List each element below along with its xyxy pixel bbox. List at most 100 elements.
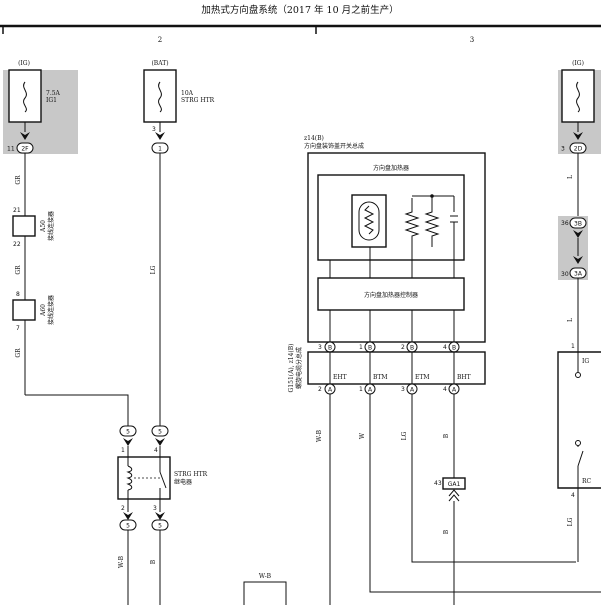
relay-label: 继电器 [174, 478, 192, 486]
wire-color-label: L [567, 318, 574, 322]
connector-label: 1 [158, 146, 162, 153]
pin-number: 8 [16, 291, 20, 298]
junction-box [12, 215, 36, 237]
fuse-box [8, 69, 42, 123]
wire-color-label: W [359, 432, 366, 439]
relay-name: STRG HTR [174, 471, 208, 478]
cable-code: G151(A), z14(B) [288, 344, 295, 393]
relay-coil-icon [126, 465, 133, 491]
pin-number: 3 [561, 146, 565, 153]
fuse-box [143, 69, 177, 123]
fuse-source-label: (IG) [18, 60, 30, 67]
connector-label: 5 [126, 429, 130, 436]
sensor-icon [424, 196, 440, 247]
connector-label: 5 [158, 429, 162, 436]
connector-arrow-icon [155, 512, 165, 520]
fuse-source-label: (IG) [572, 60, 584, 67]
terminal-label: BTM [373, 374, 388, 381]
fuse-icon [576, 81, 580, 113]
pin-number: 4 [443, 386, 447, 393]
terminal-label: EHT [333, 374, 347, 381]
spiral-cable: G151(A), z14(B) 螺旋电缆分总成 EHT BTM ETM BHT … [288, 344, 486, 395]
wire-color-label: W-B [118, 555, 125, 568]
connector-arrow-icon [573, 230, 583, 238]
connector-label: A [328, 387, 333, 394]
pin-number: 22 [13, 241, 21, 248]
heater-label: 方向盘加热器 [373, 164, 409, 172]
pin-number: 4 [571, 492, 575, 499]
fuse-rating: 7.5A [46, 90, 61, 97]
connector-label: A [410, 387, 415, 394]
fuse-ig-right: (IG) 3 2D [558, 60, 601, 154]
pin-number: 3 [318, 344, 322, 351]
fuse-box [561, 69, 595, 123]
connector-arrow-icon [573, 256, 583, 264]
junction-code: A50 [40, 220, 47, 233]
wire-color-label: L [567, 175, 574, 179]
wire-color-label: B [443, 433, 450, 438]
pin-number: 3 [152, 126, 156, 133]
controller-box [317, 277, 465, 311]
spiral-cable-box [307, 351, 486, 385]
wire-color-label: B [150, 559, 157, 564]
junction-a50: 21 22 A50 接线连接器 [12, 207, 55, 248]
pin-number: 1 [121, 447, 125, 454]
ground-connector-ga1: 43 GA1 [434, 477, 466, 502]
wire-color-label: W-B [316, 429, 323, 442]
fuse-strg-htr: (BAT) 10A STRG HTR 3 1 [143, 60, 215, 154]
terminal-label: IG [582, 358, 589, 365]
resistor-icon [363, 205, 375, 235]
pin-number: 36 [561, 220, 569, 227]
wire-color-label: LG [401, 431, 408, 440]
connector-label: B [452, 345, 456, 352]
terminal-label: ETM [415, 374, 430, 381]
wire-color-label: B [443, 529, 450, 534]
connector-arrow-icon [123, 512, 133, 520]
fuse-ig1: (IG) 7.5A IG1 2F 11 [3, 60, 78, 154]
fuse-name: IG1 [46, 97, 57, 104]
junction-box [12, 299, 36, 321]
junction-label: 接线连接器 [47, 211, 55, 241]
connector-label: 5 [158, 523, 162, 530]
pin-number: 4 [154, 447, 158, 454]
assembly-label: 方向盘装饰盖开关总成 [304, 142, 364, 150]
wire-color-label: LG [567, 517, 574, 526]
connector-oval [569, 217, 587, 229]
switch-assembly: z14(B) 方向盘装饰盖开关总成 方向盘加热器 方向盘加热器控制器 3 B 1 [304, 135, 486, 353]
column-number: 2 [158, 36, 162, 44]
page-title: 加热式方向盘系统（2017 年 10 月之前生产） [201, 4, 398, 16]
heater-element-icon [358, 201, 380, 241]
connector-label: B [368, 345, 372, 352]
pin-number: 4 [443, 344, 447, 351]
wire-color-label: GR [15, 265, 22, 275]
controller-label: 方向盘加热器控制器 [364, 291, 418, 299]
terminal-label: RC [582, 478, 592, 485]
connector-label: 3A [574, 271, 583, 278]
connector-label: GA1 [448, 481, 461, 488]
sensor-icon [404, 198, 420, 247]
connector-label: 2D [574, 146, 583, 153]
wire-color-label: GR [15, 175, 22, 185]
connector-label: 2F [21, 146, 29, 153]
terminal-label: BHT [457, 374, 471, 381]
connector-label: A [452, 387, 457, 394]
connector-arrow-icon [123, 438, 133, 446]
connector-label: 5 [126, 523, 130, 530]
pin-number: 1 [571, 343, 575, 350]
connector-arrow-icon [155, 438, 165, 446]
pin-number: 21 [13, 207, 21, 214]
chevron-up-icon [448, 489, 460, 502]
connector-oval [151, 425, 169, 437]
connector-oval [119, 425, 137, 437]
module-switch-icon [577, 450, 584, 467]
fuse-source-label: (BAT) [151, 60, 168, 67]
right-inline-connector: 36 3B 30 3A [558, 216, 588, 280]
relay-switch-icon [159, 471, 167, 489]
pin-number: 43 [434, 480, 442, 487]
connector-label: B [410, 345, 414, 352]
wire-color-label: GR [15, 348, 22, 358]
module-box [557, 351, 601, 489]
connector-box [442, 477, 466, 490]
connector-arrow-icon [155, 132, 165, 140]
